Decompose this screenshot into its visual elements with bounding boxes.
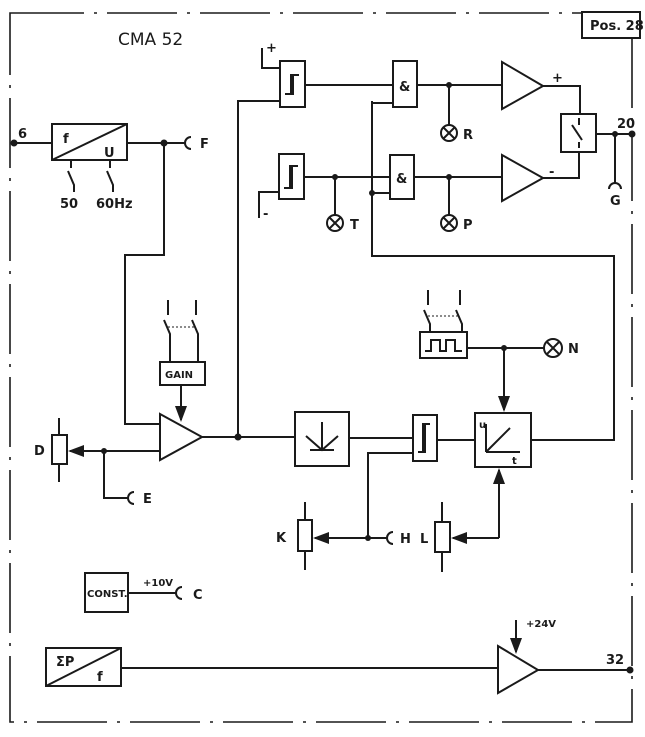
svg-text:50: 50 [60, 197, 78, 212]
svg-text:T: T [350, 218, 359, 233]
terminal-32-dot [626, 666, 634, 674]
connector-f-label: F [200, 137, 209, 152]
voltage-10v-label: +10V [143, 578, 173, 589]
output-amplifier-plus [501, 60, 546, 111]
module-border [9, 12, 633, 723]
svg-text:Pos. 28: Pos. 28 [590, 19, 644, 34]
input-amplifier [159, 412, 205, 462]
connector-g-label: G [610, 194, 621, 209]
svg-text:U: U [104, 146, 115, 161]
svg-text:L: L [420, 532, 428, 547]
terminal-20-dot [628, 130, 636, 138]
connector-c-label: C [193, 588, 203, 603]
svg-text:t: t [512, 456, 517, 467]
rectifier-block [294, 411, 350, 467]
connector-e-label: E [143, 492, 152, 507]
svg-text:ΣP: ΣP [56, 655, 74, 670]
lamp-p-icon: P [440, 214, 473, 233]
lamp-r-icon: R [440, 124, 473, 143]
svg-text:R: R [463, 128, 473, 143]
svg-text:&: & [399, 80, 410, 95]
svg-text:f: f [97, 670, 103, 685]
const-voltage-block: CONST. [84, 572, 129, 613]
module-title: CMA 52 [118, 30, 183, 50]
terminal-20-label: 20 [617, 117, 635, 132]
schmitt-trigger-minus [278, 153, 305, 200]
svg-text:CONST.: CONST. [87, 589, 128, 600]
terminal-32-label: 32 [606, 653, 624, 668]
terminal-6-label: 6 [18, 127, 27, 142]
svg-text:P: P [463, 218, 473, 233]
and-gate-plus: & [392, 60, 418, 108]
ramp-generator: u t [474, 412, 532, 468]
connector-c-icon [175, 586, 183, 600]
svg-text:&: & [396, 172, 407, 187]
svg-text:60Hz: 60Hz [96, 197, 133, 212]
potentiometer-d[interactable]: D [34, 418, 68, 482]
svg-text:f: f [63, 132, 69, 147]
connector-f-icon [184, 136, 192, 150]
connector-h-label: H [400, 532, 411, 547]
output-switch [560, 113, 597, 153]
f-to-u-converter: f U [51, 123, 128, 161]
connector-e-icon [127, 491, 135, 505]
connector-h-icon [386, 531, 394, 545]
potentiometer-k[interactable]: K [276, 502, 313, 570]
potentiometer-l[interactable]: L [420, 502, 451, 572]
gain-block[interactable]: GAIN [159, 300, 206, 386]
schmitt-trigger-main [412, 414, 438, 462]
and-gate-minus: & [389, 154, 415, 200]
svg-text:u: u [479, 420, 486, 431]
svg-text:D: D [34, 444, 45, 459]
position-box: Pos. 28 [581, 11, 644, 39]
frequency-switches[interactable]: 50 60Hz [60, 160, 133, 212]
lamp-t-icon: T [326, 214, 359, 233]
svg-text:K: K [276, 531, 287, 546]
pulse-generator[interactable] [419, 290, 468, 359]
output-amplifier-minus [501, 153, 546, 203]
connector-g-icon [608, 182, 622, 190]
voltage-24v-label: +24V [526, 619, 556, 630]
lamp-n-icon: N [543, 338, 579, 358]
svg-text:N: N [568, 342, 579, 357]
svg-text:+: + [552, 71, 563, 86]
output-amplifier-32 [497, 644, 540, 695]
minus-sign: - [263, 207, 268, 222]
power-to-frequency-converter: ΣP f [45, 647, 122, 687]
svg-text:GAIN: GAIN [165, 370, 193, 381]
schmitt-trigger-plus [279, 60, 306, 108]
svg-text:-: - [549, 165, 554, 180]
plus-sign: + [266, 41, 277, 56]
